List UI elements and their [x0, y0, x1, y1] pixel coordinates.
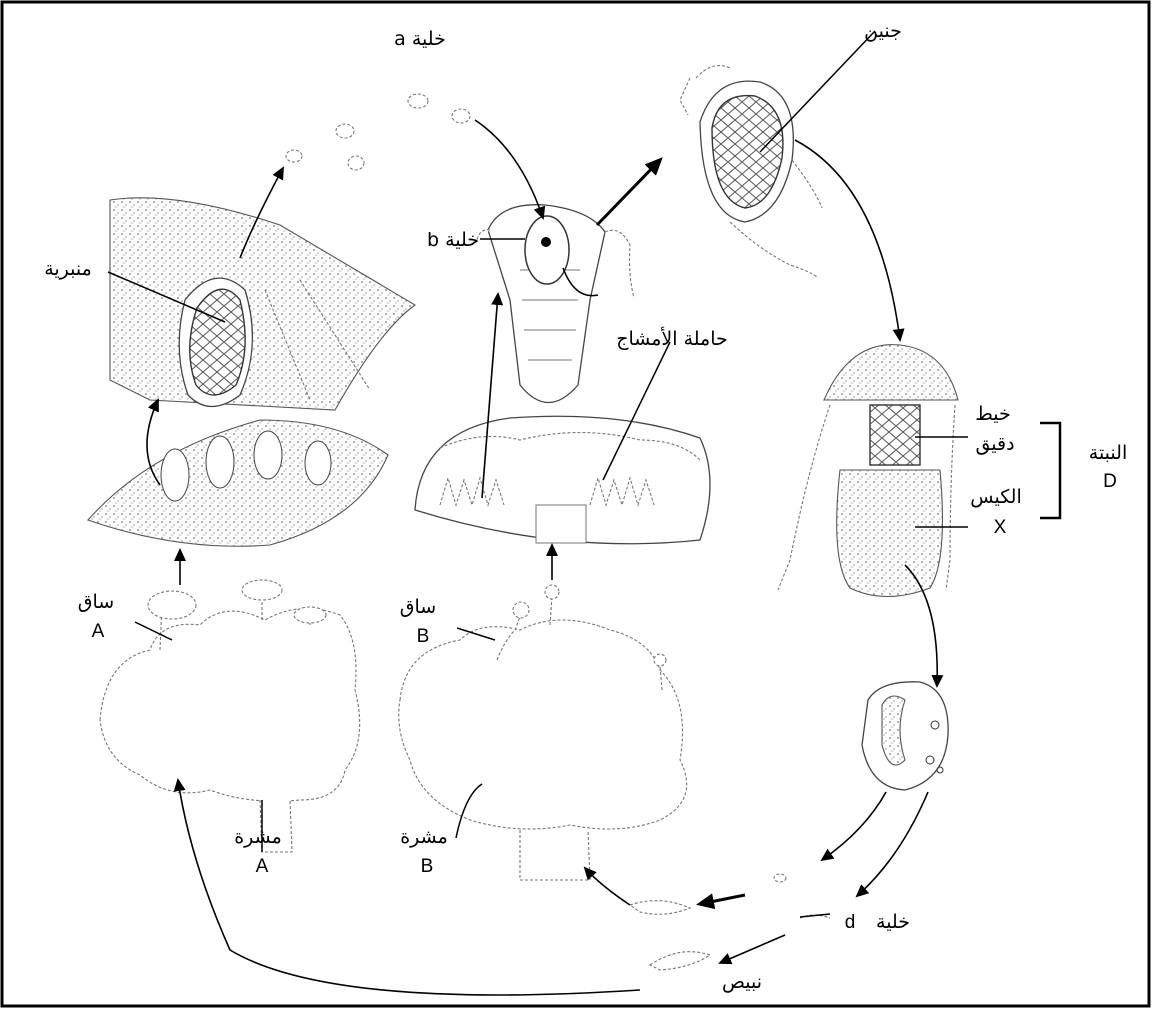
- protonema-drawing: [630, 874, 830, 970]
- plant-d-drawing: [778, 345, 958, 597]
- label-cell-a: خلية a: [394, 28, 446, 50]
- spores-group: [286, 94, 470, 170]
- label-embryo: جنين: [864, 20, 902, 42]
- egg-cell-nucleus: [541, 237, 551, 247]
- label-plant: النبتة: [1089, 442, 1127, 464]
- arrow-sporangium-to-spore-1: [822, 792, 886, 860]
- label-filament-1: خيط: [975, 403, 1011, 425]
- arrow-sporangium-to-spore-2: [857, 792, 928, 896]
- label-thallus-b: مشرة: [400, 826, 448, 848]
- arrow-spore-to-protonema: [720, 935, 785, 963]
- arrow-archegonium-to-embryo: [597, 160, 660, 225]
- label-cell-d-letter: d: [845, 912, 856, 933]
- label-filament-2: دقيق: [975, 433, 1014, 455]
- label-cell-d-word: خلية: [876, 911, 910, 933]
- label-stalk-b: ساق: [400, 596, 436, 618]
- thallus-a-drawing: [100, 580, 360, 852]
- label-archegoniophore: حاملة الأمشاج: [616, 327, 728, 350]
- label-capsule: الكيس: [970, 486, 1022, 508]
- label-cell-b: خلية b: [427, 229, 479, 251]
- plant-d-bracket: [1040, 423, 1060, 518]
- spore: [348, 156, 364, 170]
- spore: [452, 109, 470, 123]
- arrow-spore-to-thallus-b-1: [700, 895, 745, 904]
- spore: [336, 124, 354, 138]
- label-protonema: نبيص: [722, 971, 762, 993]
- label-stalk-a: ساق: [78, 591, 114, 613]
- spore: [286, 150, 302, 162]
- label-thallus-b-letter: B: [421, 856, 434, 877]
- label-stalk-a-letter: A: [92, 621, 105, 642]
- label-thallus-a-letter: A: [256, 856, 269, 877]
- antheridiophore-drawing: [88, 420, 388, 546]
- archegonium-drawing: [477, 205, 634, 403]
- spore: [408, 94, 428, 108]
- label-plant-letter: D: [1103, 471, 1117, 492]
- embryo-drawing: [680, 66, 822, 278]
- label-antheridium: منبرية: [44, 258, 92, 280]
- sporangium-drawing: [862, 682, 948, 790]
- arrow-spore-to-thallus-b-2: [585, 868, 630, 905]
- label-capsule-letter: X: [994, 517, 1007, 538]
- antheridium-drawing: [110, 198, 415, 410]
- arrow-embryo-to-plant-d: [795, 140, 900, 340]
- label-stalk-b-letter: B: [417, 626, 430, 647]
- arrow-spore-to-archegonium: [475, 120, 543, 218]
- label-thallus-a: مشرة: [234, 826, 282, 848]
- archegoniophore-drawing: [415, 416, 710, 544]
